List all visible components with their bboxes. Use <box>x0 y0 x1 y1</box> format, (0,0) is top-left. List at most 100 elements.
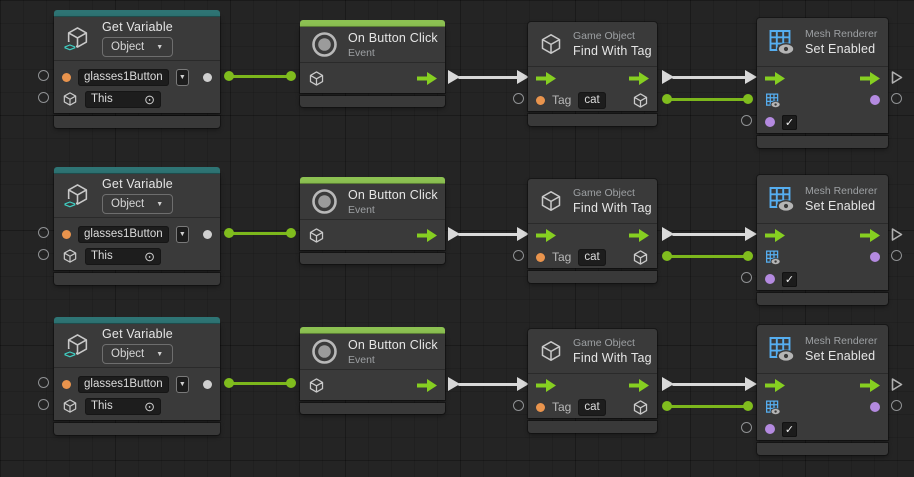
node-find-with-tag[interactable]: Game Object Find With Tag Tag <box>528 22 657 126</box>
this-target-field[interactable]: This ⊙ <box>85 90 161 108</box>
output-flow-triangle[interactable] <box>890 227 904 242</box>
tag-string-port[interactable] <box>536 95 545 105</box>
chevron-down-icon: ▼ <box>178 230 186 238</box>
control-flow-in-arrow[interactable] <box>765 378 785 392</box>
value-output-port[interactable] <box>870 402 880 412</box>
input-port-circle[interactable] <box>38 92 49 103</box>
this-target-field[interactable]: This ⊙ <box>85 247 161 265</box>
variable-name-caret-button[interactable]: ▼ <box>175 225 189 243</box>
variable-name-dropdown[interactable]: glasses1Button <box>78 68 169 86</box>
gameobject-output-port[interactable] <box>632 399 649 416</box>
variable-name-value: glasses1Button <box>84 378 163 390</box>
output-port-circle[interactable] <box>891 250 902 261</box>
input-port-circle[interactable] <box>513 93 524 104</box>
node-get-variable[interactable]: <> Get Variable Object ▼ glasses1Button <box>54 317 220 435</box>
control-flow-out-arrow[interactable] <box>417 228 437 242</box>
gameobject-port-icon[interactable] <box>308 70 325 87</box>
gameobject-port-icon[interactable] <box>308 377 325 394</box>
enabled-bool-port[interactable] <box>765 274 775 284</box>
node-get-variable[interactable]: <> Get Variable Object ▼ glasses1Button <box>54 167 220 285</box>
gameobject-output-port[interactable] <box>632 92 649 109</box>
control-flow-out-arrow[interactable] <box>860 378 880 392</box>
control-flow-out-arrow[interactable] <box>629 228 649 242</box>
tag-value-field[interactable]: cat <box>578 398 606 416</box>
chevron-down-icon: ▼ <box>156 43 164 51</box>
control-flow-in-arrow[interactable] <box>765 228 785 242</box>
control-flow-in-arrow[interactable] <box>765 71 785 85</box>
enabled-bool-port[interactable] <box>765 117 775 127</box>
enabled-checkbox[interactable]: ✓ <box>782 114 797 130</box>
value-output-port[interactable] <box>870 252 880 262</box>
output-port-circle[interactable] <box>891 400 902 411</box>
variable-kind-dropdown[interactable]: Object ▼ <box>102 37 173 57</box>
control-flow-out-arrow[interactable] <box>860 228 880 242</box>
variable-name-value: glasses1Button <box>84 71 163 83</box>
node-on-button-click[interactable]: On Button Click Event <box>300 327 445 414</box>
control-flow-in-arrow[interactable] <box>536 71 556 85</box>
variable-name-port[interactable] <box>62 72 71 82</box>
control-flow-out-arrow[interactable] <box>417 71 437 85</box>
object-picker-icon[interactable]: ⊙ <box>144 91 155 107</box>
this-target-field[interactable]: This ⊙ <box>85 397 161 415</box>
tag-value-field[interactable]: cat <box>578 91 606 109</box>
value-output-port[interactable] <box>870 95 880 105</box>
gameobject-port-icon[interactable] <box>62 398 78 414</box>
input-port-circle[interactable] <box>38 377 49 388</box>
output-flow-triangle[interactable] <box>890 377 904 392</box>
renderer-target-port-icon[interactable] <box>765 400 781 415</box>
gameobject-port-icon[interactable] <box>308 227 325 244</box>
enabled-checkbox[interactable]: ✓ <box>782 421 797 437</box>
control-flow-out-arrow[interactable] <box>629 71 649 85</box>
node-get-variable[interactable]: <> Get Variable Object ▼ glasses1Button <box>54 10 220 128</box>
control-flow-out-arrow[interactable] <box>629 378 649 392</box>
control-flow-in-arrow[interactable] <box>536 378 556 392</box>
input-port-circle[interactable] <box>513 400 524 411</box>
node-set-enabled[interactable]: Mesh Renderer Set Enabled <box>757 18 888 148</box>
gameobject-port-icon[interactable] <box>62 248 78 264</box>
node-find-with-tag[interactable]: Game Object Find With Tag Tag <box>528 329 657 433</box>
value-output-port[interactable] <box>203 72 212 82</box>
input-port-circle[interactable] <box>38 227 49 238</box>
object-picker-icon[interactable]: ⊙ <box>144 398 155 414</box>
script-graph-canvas[interactable]: <> Get Variable Object ▼ glasses1Button <box>0 0 914 463</box>
variable-kind-dropdown[interactable]: Object ▼ <box>102 194 173 214</box>
variable-name-dropdown[interactable]: glasses1Button <box>78 375 169 393</box>
renderer-target-port-icon[interactable] <box>765 93 781 108</box>
tag-string-port[interactable] <box>536 402 545 412</box>
output-flow-triangle[interactable] <box>890 70 904 85</box>
object-picker-icon[interactable]: ⊙ <box>144 248 155 264</box>
gameobject-port-icon[interactable] <box>62 91 78 107</box>
node-accent-bar <box>300 177 445 184</box>
control-flow-out-arrow[interactable] <box>860 71 880 85</box>
node-set-enabled[interactable]: Mesh Renderer Set Enabled <box>757 175 888 305</box>
enabled-checkbox[interactable]: ✓ <box>782 271 797 287</box>
node-set-enabled[interactable]: Mesh Renderer Set Enabled <box>757 325 888 455</box>
variable-name-dropdown[interactable]: glasses1Button <box>78 225 169 243</box>
node-category: Game Object <box>573 30 635 42</box>
tag-value-field[interactable]: cat <box>578 248 606 266</box>
input-port-circle[interactable] <box>38 249 49 260</box>
output-port-circle[interactable] <box>891 93 902 104</box>
input-port-circle[interactable] <box>38 70 49 81</box>
variable-name-port[interactable] <box>62 379 71 389</box>
variable-name-caret-button[interactable]: ▼ <box>175 375 189 393</box>
control-flow-in-arrow[interactable] <box>536 228 556 242</box>
value-output-port[interactable] <box>203 379 212 389</box>
input-port-circle[interactable] <box>741 422 752 433</box>
tag-string-port[interactable] <box>536 252 545 262</box>
renderer-target-port-icon[interactable] <box>765 250 781 265</box>
node-on-button-click[interactable]: On Button Click Event <box>300 177 445 264</box>
variable-name-port[interactable] <box>62 229 71 239</box>
node-on-button-click[interactable]: On Button Click Event <box>300 20 445 107</box>
input-port-circle[interactable] <box>741 115 752 126</box>
input-port-circle[interactable] <box>38 399 49 410</box>
control-flow-out-arrow[interactable] <box>417 378 437 392</box>
value-output-port[interactable] <box>203 229 212 239</box>
input-port-circle[interactable] <box>513 250 524 261</box>
variable-kind-dropdown[interactable]: Object ▼ <box>102 344 173 364</box>
input-port-circle[interactable] <box>741 272 752 283</box>
variable-name-caret-button[interactable]: ▼ <box>175 68 189 86</box>
gameobject-output-port[interactable] <box>632 249 649 266</box>
node-find-with-tag[interactable]: Game Object Find With Tag Tag <box>528 179 657 283</box>
enabled-bool-port[interactable] <box>765 424 775 434</box>
